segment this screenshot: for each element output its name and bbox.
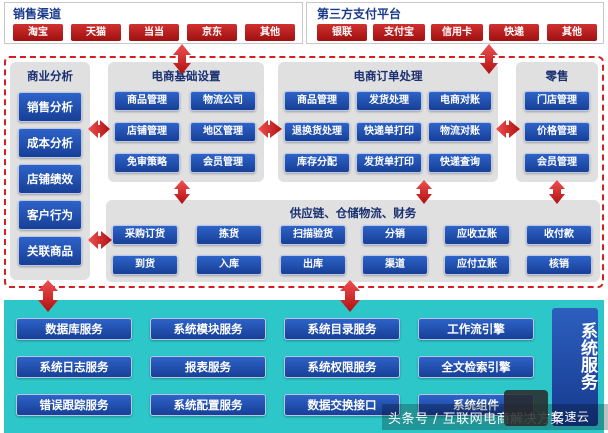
orders-express-print-button[interactable]: 快递单打印 [356, 122, 422, 142]
supply-picking-button[interactable]: 拣货 [196, 225, 262, 245]
arrow-supply-to-services [340, 280, 360, 312]
ecom-settings-logistics-company-button[interactable]: 物流公司 [190, 91, 256, 111]
arrow-sales-to-settings [173, 44, 191, 74]
supply-payable-button[interactable]: 应付立账 [444, 255, 510, 275]
supply-chain-panel: 供应链、仓储物流、财务 采购订货 拣货 扫描验货 分销 应收立账 收付款 到货 … [106, 200, 600, 282]
ecom-orders-title: 电商订单处理 [353, 69, 423, 83]
module-service-button[interactable]: 系统模块服务 [150, 318, 266, 340]
cloud-logo-icon [504, 390, 548, 426]
supply-channel-button[interactable]: 渠道 [362, 255, 428, 275]
cost-analysis-button[interactable]: 成本分析 [18, 128, 82, 158]
watermark-band [382, 404, 608, 430]
arrow-analysis-to-services [38, 280, 58, 312]
arrow-retail-to-supply [549, 180, 565, 204]
ecom-settings-product-mgmt-button[interactable]: 商品管理 [114, 91, 180, 111]
supply-payment-collection-button[interactable]: 收付款 [526, 225, 592, 245]
arrow-analysis-to-settings [88, 120, 110, 138]
arrow-settings-to-supply [174, 180, 190, 204]
supply-receivable-button[interactable]: 应收立账 [444, 225, 510, 245]
arrow-settings-to-orders [258, 120, 282, 138]
retail-price-mgmt-button[interactable]: 价格管理 [524, 122, 590, 142]
ecom-settings-store-mgmt-button[interactable]: 店铺管理 [114, 122, 180, 142]
related-products-button[interactable]: 关联商品 [18, 236, 82, 266]
supply-scan-inspect-button[interactable]: 扫描验货 [280, 225, 346, 245]
orders-express-query-button[interactable]: 快递查询 [428, 153, 492, 173]
payment-credit-card-button[interactable]: 信用卡 [431, 24, 483, 41]
application-layer-frame [4, 56, 604, 288]
channel-tmall-button[interactable]: 天猫 [71, 24, 121, 41]
sales-channels-panel: 销售渠道 淘宝 天猫 当当 京东 其他 [4, 2, 303, 44]
payment-other-button[interactable]: 其他 [547, 24, 597, 41]
report-service-button[interactable]: 报表服务 [150, 356, 266, 378]
data-exchange-interface-button[interactable]: 数据交换接口 [284, 394, 400, 416]
ecom-settings-region-mgmt-button[interactable]: 地区管理 [190, 122, 256, 142]
payment-express-button[interactable]: 快递 [489, 24, 539, 41]
payment-platforms-panel: 第三方支付平台 银联 支付宝 信用卡 快递 其他 [306, 2, 604, 44]
system-services-title: 系统服务 [577, 322, 597, 390]
business-analysis-panel: 商业分析 销售分析 成本分析 店铺绩效 客户行为 关联商品 [10, 62, 90, 280]
store-performance-button[interactable]: 店铺绩效 [18, 164, 82, 194]
supply-chain-title: 供应链、仓储物流、财务 [289, 206, 417, 220]
database-service-button[interactable]: 数据库服务 [16, 318, 132, 340]
retail-member-mgmt-button[interactable]: 会员管理 [524, 153, 590, 173]
ecom-settings-exemption-policy-button[interactable]: 免审策略 [114, 153, 180, 173]
ecom-settings-member-mgmt-button[interactable]: 会员管理 [190, 153, 256, 173]
retail-title: 零售 [545, 69, 569, 83]
supply-arrival-button[interactable]: 到货 [112, 255, 178, 275]
orders-shipping-process-button[interactable]: 发货处理 [356, 91, 422, 111]
arrow-analysis-to-supply [88, 231, 112, 249]
log-service-button[interactable]: 系统日志服务 [16, 356, 132, 378]
supply-outbound-button[interactable]: 出库 [280, 255, 346, 275]
sales-analysis-button[interactable]: 销售分析 [18, 92, 82, 122]
payment-alipay-button[interactable]: 支付宝 [373, 24, 425, 41]
watermark-logo-text: 亿速云 [552, 410, 590, 424]
orders-product-mgmt-button[interactable]: 商品管理 [284, 91, 350, 111]
channel-other-button[interactable]: 其他 [245, 24, 295, 41]
orders-logistics-reconcile-button[interactable]: 物流对账 [428, 122, 492, 142]
retail-panel: 零售 门店管理 价格管理 会员管理 [516, 62, 598, 182]
supply-distribution-button[interactable]: 分销 [362, 225, 428, 245]
supply-purchase-order-button[interactable]: 采购订货 [112, 225, 178, 245]
payment-platforms-title: 第三方支付平台 [317, 7, 402, 21]
permission-service-button[interactable]: 系统权限服务 [284, 356, 400, 378]
arrow-orders-to-retail [496, 120, 520, 138]
orders-returns-button[interactable]: 退换货处理 [284, 122, 350, 142]
channel-dangdang-button[interactable]: 当当 [129, 24, 179, 41]
retail-store-mgmt-button[interactable]: 门店管理 [524, 91, 590, 111]
orders-ecom-reconcile-button[interactable]: 电商对账 [428, 91, 492, 111]
system-services-title-box [552, 308, 598, 426]
supply-write-off-button[interactable]: 核销 [526, 255, 592, 275]
orders-invoice-print-button[interactable]: 发货单打印 [356, 153, 422, 173]
supply-inbound-button[interactable]: 入库 [196, 255, 262, 275]
customer-behavior-button[interactable]: 客户行为 [18, 200, 82, 230]
sales-channels-title: 销售渠道 [13, 7, 62, 21]
error-tracking-service-button[interactable]: 错误跟踪服务 [16, 394, 132, 416]
fulltext-search-engine-button[interactable]: 全文检索引擎 [418, 356, 534, 378]
ecom-settings-title: 电商基础设置 [151, 69, 221, 83]
workflow-engine-button[interactable]: 工作流引擎 [418, 318, 534, 340]
orders-stock-allocation-button[interactable]: 库存分配 [284, 153, 350, 173]
ecom-orders-panel: 电商订单处理 商品管理 发货处理 电商对账 退换货处理 快递单打印 物流对账 库… [278, 62, 498, 182]
arrow-orders-to-supply [416, 180, 432, 204]
channel-jd-button[interactable]: 京东 [187, 24, 237, 41]
directory-service-button[interactable]: 系统目录服务 [284, 318, 400, 340]
ecom-settings-panel: 电商基础设置 商品管理 物流公司 店铺管理 地区管理 免审策略 会员管理 [108, 62, 264, 182]
arrow-payment-to-orders [480, 44, 498, 74]
business-analysis-title: 商业分析 [27, 69, 73, 83]
payment-unionpay-button[interactable]: 银联 [317, 24, 367, 41]
config-service-button[interactable]: 系统配置服务 [150, 394, 266, 416]
channel-taobao-button[interactable]: 淘宝 [13, 24, 63, 41]
